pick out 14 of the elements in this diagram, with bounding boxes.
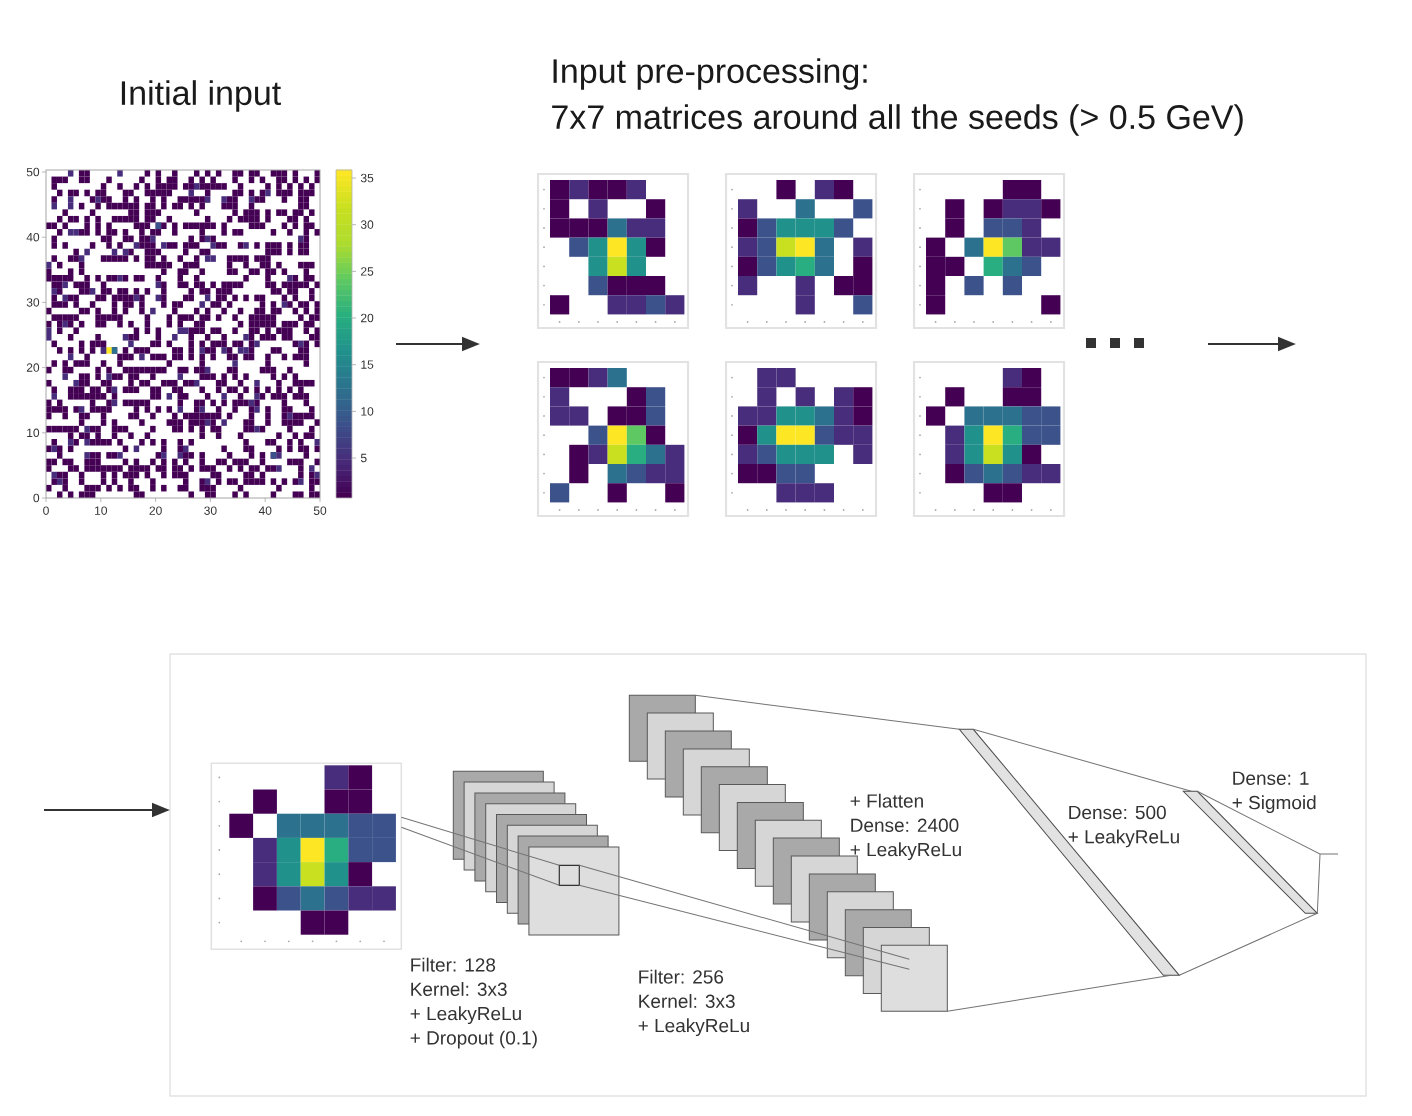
layer-label: Dense: 1 + Sigmoid <box>1232 771 1316 814</box>
heading: Input pre-processing: <box>553 58 867 90</box>
layer-label: + Flatten Dense: 2400 + LeakyReLu <box>850 793 961 861</box>
connector-line <box>1196 790 1339 914</box>
heading: Initial input <box>121 80 281 112</box>
panel-frame <box>169 653 1367 1097</box>
connector-line <box>972 728 1318 976</box>
heading: 7x7 matrices around all the seeds (> 0.5 GeV) <box>552 104 1243 136</box>
layer-label: Filter: 128 Kernel: 3x3 + LeakyReLu + Dropout (0.1) <box>410 957 537 1049</box>
heatmap-drawing <box>210 762 403 951</box>
layer-label: Dense: 500 + LeakyReLu <box>1068 805 1179 848</box>
connector-line <box>578 864 910 970</box>
connector-line <box>694 694 1172 1012</box>
layer-label: Filter: 256 Kernel: 3x3 + LeakyReLu <box>638 969 749 1037</box>
